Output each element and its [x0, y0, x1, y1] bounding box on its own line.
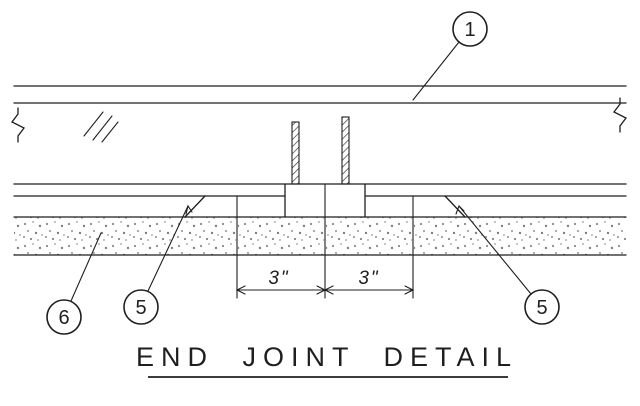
callout-5-right-leader [458, 205, 532, 295]
callout-1: 1 [412, 11, 488, 101]
dim-arrow-left-end [235, 285, 246, 295]
callout-5-left-leader [147, 205, 189, 292]
material-hatch-marks [83, 111, 119, 143]
callout-6-leader [70, 232, 102, 302]
dim-label-left: 3" [268, 268, 289, 289]
callout-5-left-balloon [123, 289, 159, 325]
callout-6: 6 [46, 232, 102, 335]
callout-5-right-label: 5 [536, 297, 547, 319]
dim-arrow-center-right [323, 285, 334, 295]
joint-step-profile [184, 183, 466, 218]
substrate-band [14, 217, 626, 255]
title-block: END JOINT DETAIL [136, 342, 518, 378]
callout-5-right-arrow [455, 205, 465, 215]
callout-5-right-balloon [524, 289, 560, 325]
callout-5-left: 5 [123, 204, 193, 325]
dim-label-right: 3" [358, 268, 379, 289]
callout-1-label: 1 [464, 19, 475, 41]
dowel-pin-left [291, 121, 300, 185]
callout-1-balloon [452, 11, 488, 47]
callout-1-leader [412, 41, 460, 101]
callout-5-right: 5 [455, 205, 560, 325]
drawing-title: END JOINT DETAIL [136, 342, 518, 372]
callout-6-label: 6 [58, 307, 69, 329]
break-line-right [613, 97, 627, 133]
dimension-group: 3" 3" [235, 268, 415, 295]
dowel-pin-right [341, 116, 350, 185]
break-line-left [11, 107, 25, 143]
callout-5-left-label: 5 [135, 297, 146, 319]
dim-arrow-right-end [404, 285, 415, 295]
callout-6-balloon [46, 299, 82, 335]
callout-5-left-arrow [185, 204, 193, 215]
